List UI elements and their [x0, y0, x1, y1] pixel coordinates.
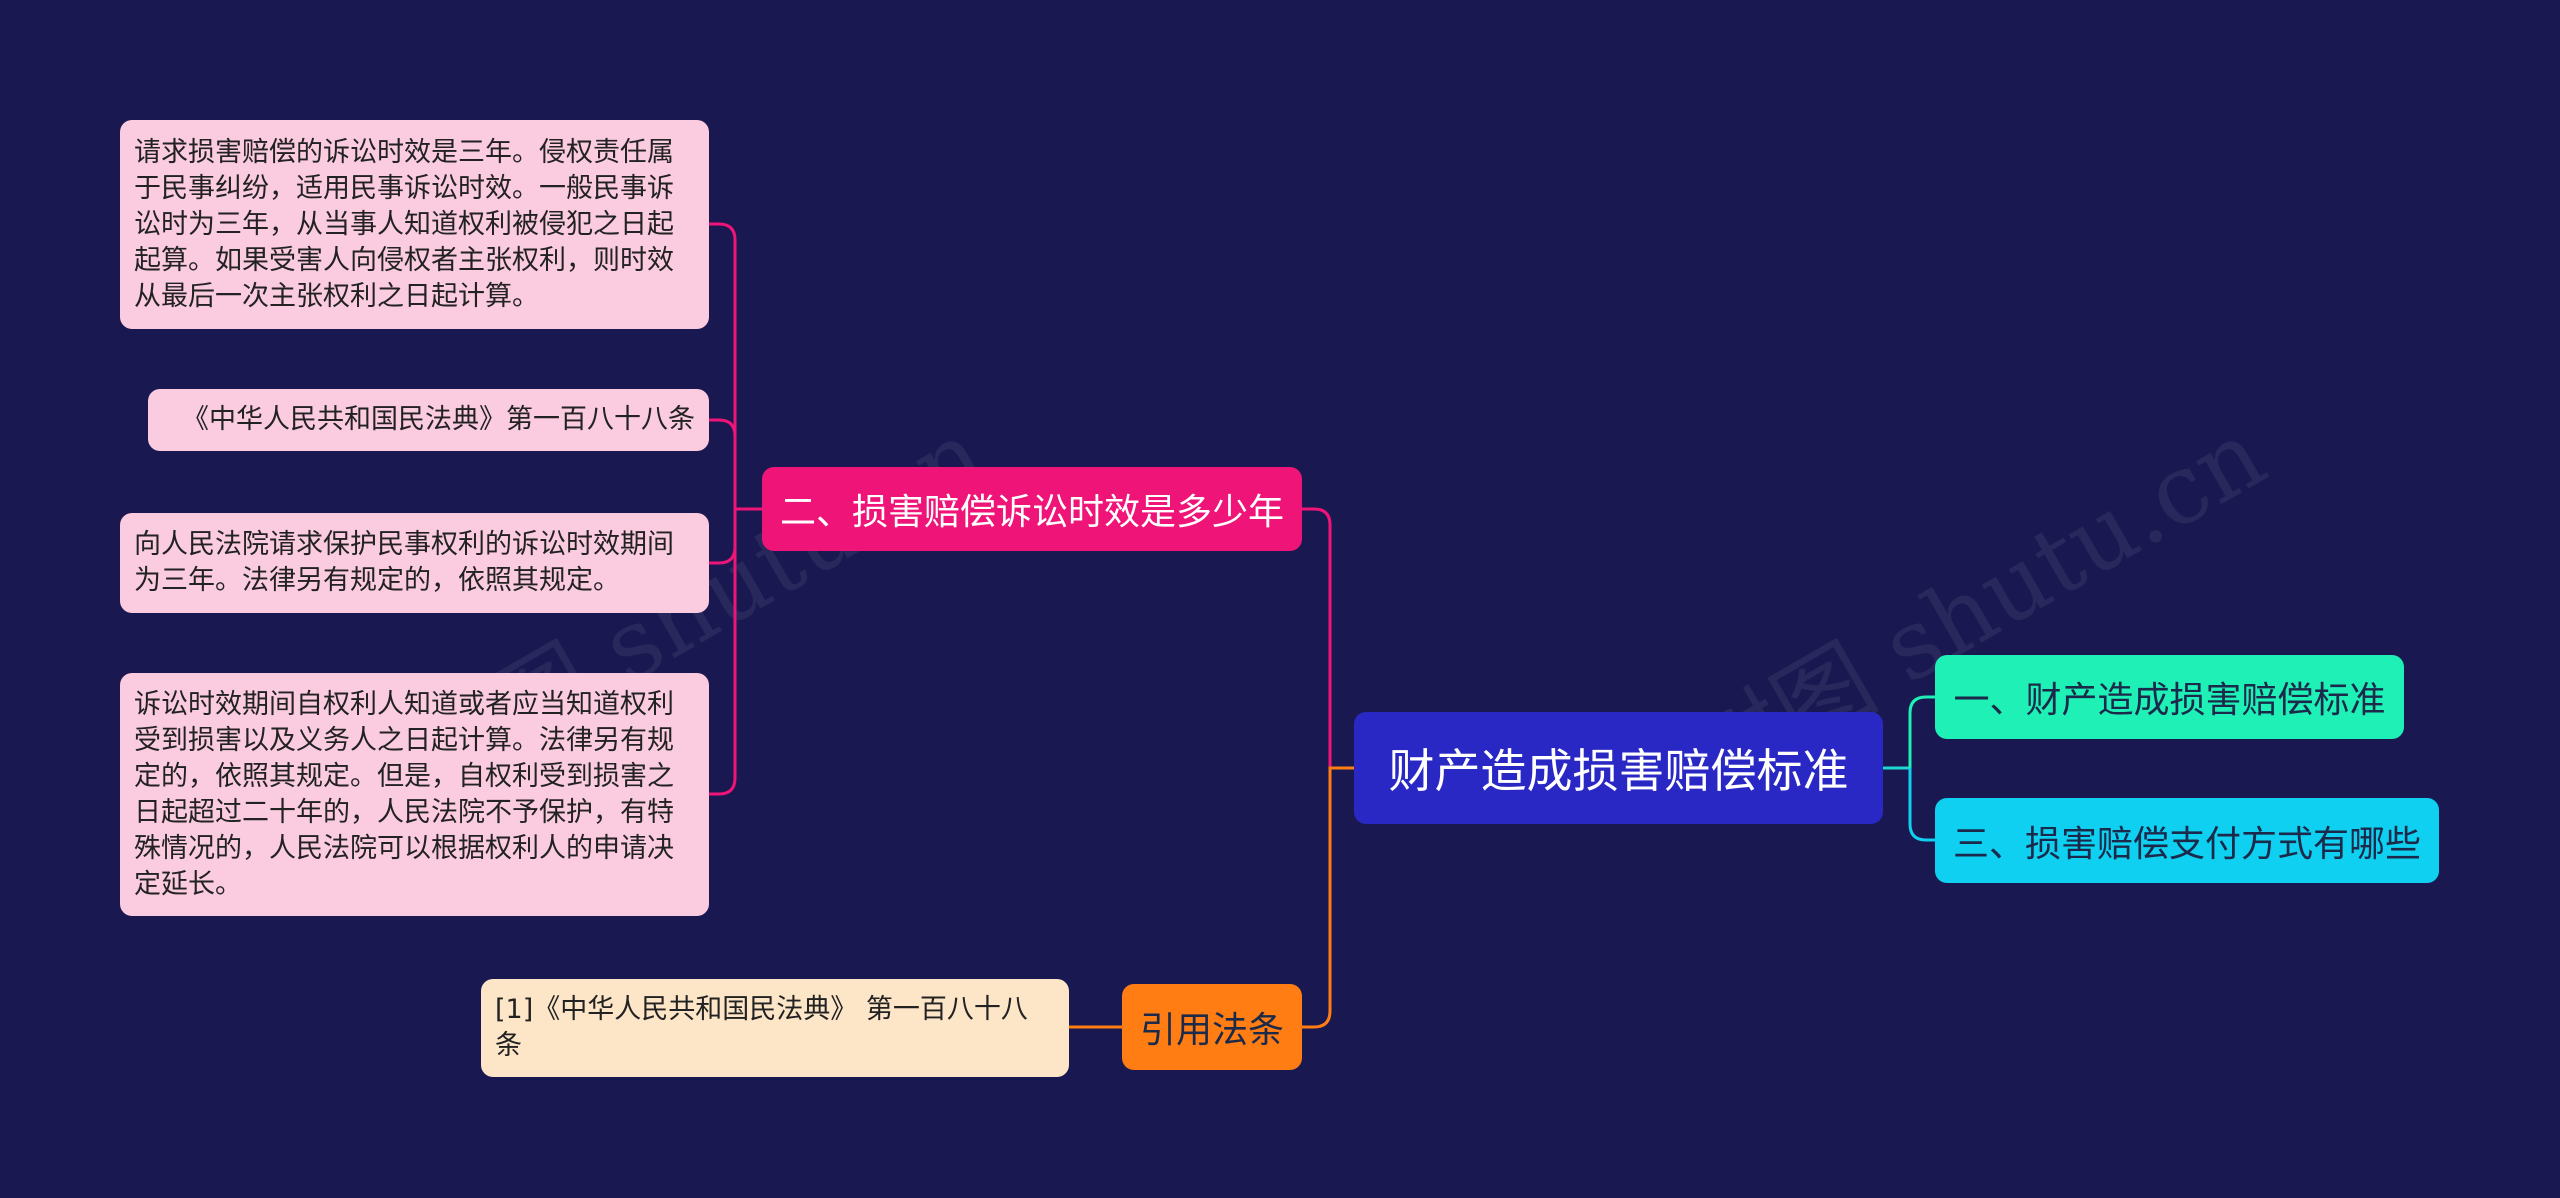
branch-right-1-label: 一、财产造成损害赔偿标准 [1953, 680, 2386, 721]
branch-right-2[interactable]: 三、损害赔偿支付方式有哪些 [1935, 798, 2439, 883]
branch-statute-label: 二、损害赔偿诉讼时效是多少年 [779, 492, 1284, 533]
connector-root-orange [1302, 766, 1354, 1029]
leaf-text: [1]《中华人民共和国民法典》 第一百八十八 条 [495, 994, 1028, 1061]
connector-pink-leaf3 [709, 509, 737, 565]
branch-right-2-label: 三、损害赔偿支付方式有哪些 [1952, 823, 2421, 865]
leaf-text: 请求损害赔偿的诉讼时效是三年。侵权责任属 于民事纠纷，适用民事诉讼时效。一般民事… [134, 136, 674, 312]
branch-cited-law-label: 引用法条 [1139, 1010, 1284, 1051]
connector-pink-leaf4 [709, 509, 737, 796]
leaf-three-year-period[interactable]: 向人民法院请求保护民事权利的诉讼时效期间 为三年。法律另有规定的，依照其规定。 [120, 513, 709, 613]
connector-pink-leaf2 [709, 418, 737, 509]
leaf-period-start-rule[interactable]: 诉讼时效期间自权利人知道或者应当知道权利 受到损害以及义务人之日起计算。法律另有… [120, 673, 709, 916]
connector-pink-leaf1 [709, 222, 737, 509]
branch-statute-of-limitations[interactable]: 二、损害赔偿诉讼时效是多少年 [762, 467, 1302, 551]
leaf-text: 《中华人民共和国民法典》第一百八十八条 [182, 404, 695, 435]
leaf-civil-code-article[interactable]: 《中华人民共和国民法典》第一百八十八条 [148, 389, 709, 451]
leaf-text: 向人民法院请求保护民事权利的诉讼时效期间 为三年。法律另有规定的，依照其规定。 [134, 529, 674, 596]
connector-right-2 [1908, 768, 1935, 842]
branch-right-1[interactable]: 一、财产造成损害赔偿标准 [1935, 655, 2404, 739]
connector-root-pink [1302, 507, 1354, 770]
leaf-limitation-period-note[interactable]: 请求损害赔偿的诉讼时效是三年。侵权责任属 于民事纠纷，适用民事诉讼时效。一般民事… [120, 120, 709, 329]
branch-cited-law[interactable]: 引用法条 [1122, 984, 1302, 1070]
root-topic-label: 财产造成损害赔偿标准 [1388, 744, 1849, 798]
leaf-citation[interactable]: [1]《中华人民共和国民法典》 第一百八十八 条 [481, 979, 1069, 1077]
leaf-text: 诉讼时效期间自权利人知道或者应当知道权利 受到损害以及义务人之日起计算。法律另有… [134, 688, 674, 900]
connector-right-1 [1908, 695, 1935, 768]
root-topic[interactable]: 财产造成损害赔偿标准 [1354, 712, 1883, 824]
